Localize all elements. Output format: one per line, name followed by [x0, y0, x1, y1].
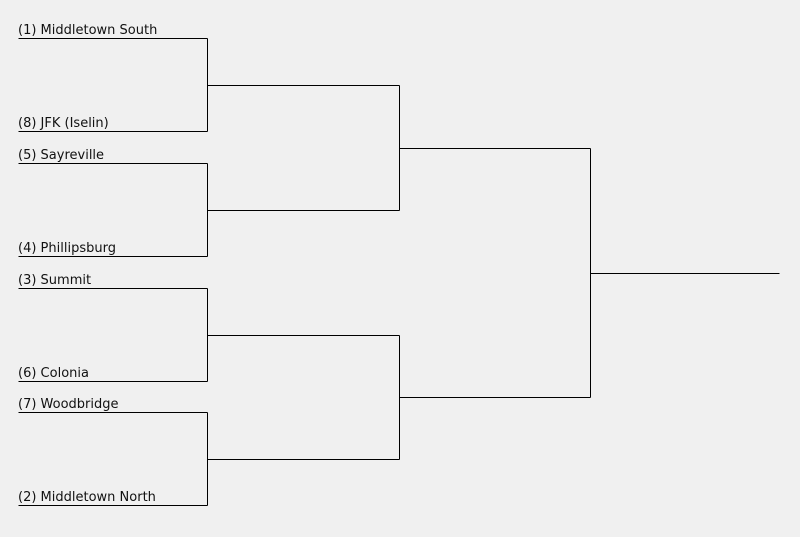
team-label-seed-1: (1) Middletown South [18, 23, 157, 38]
team-labels: (1) Middletown South (8) JFK (Iselin) (5… [18, 23, 157, 505]
team-label-seed-2: (2) Middletown North [18, 490, 156, 505]
team-label-seed-7: (7) Woodbridge [18, 397, 119, 412]
team-label-seed-4: (4) Phillipsburg [18, 241, 116, 256]
team-label-seed-5: (5) Sayreville [18, 148, 104, 163]
team-label-seed-8: (8) JFK (Iselin) [18, 116, 109, 131]
bracket-lines [18, 38, 780, 506]
team-label-seed-6: (6) Colonia [18, 366, 89, 381]
team-label-seed-3: (3) Summit [18, 273, 91, 288]
